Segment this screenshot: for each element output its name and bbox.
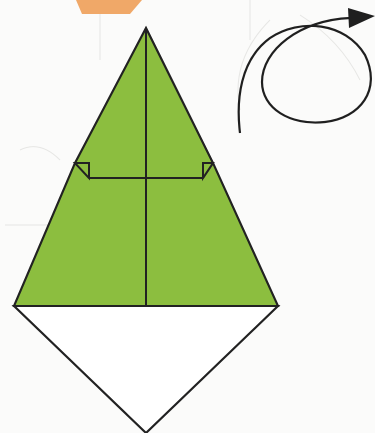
- paper-corner-mark: [76, 0, 142, 14]
- white-lower-flap: [14, 306, 278, 433]
- green-upper-triangle: [75, 28, 213, 178]
